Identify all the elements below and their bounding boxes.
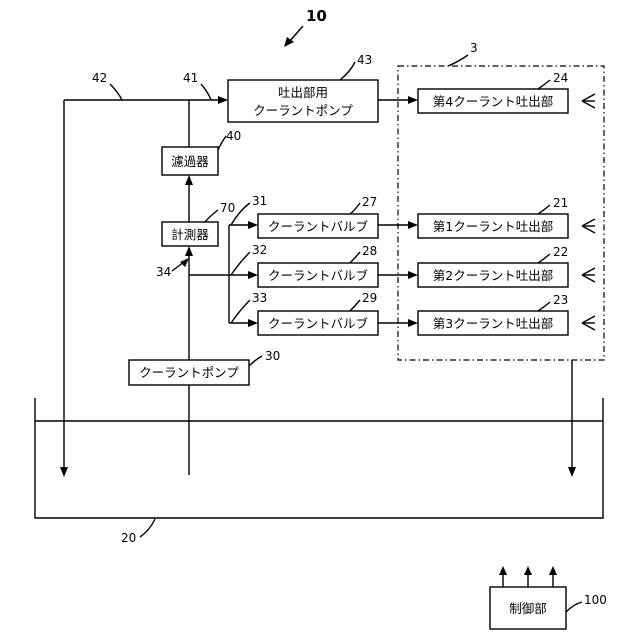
meter-label: 計測器 [171,227,209,242]
meter-ref-label: 70 [220,201,235,215]
outlet-23-arrowhead [408,319,418,327]
pipe-ref-label-42: 42 [92,71,107,85]
discharge-pump-ref-leader [340,62,355,80]
valve-ref-leader-27 [350,203,360,214]
filter-ref-label: 40 [226,129,241,143]
outlet-ref-label-21: 21 [553,196,568,210]
pipe-ref-leader-41 [201,84,211,100]
pipe-ref-leader-42 [110,84,122,100]
pipe-ref-leader-32 [231,252,250,275]
coolant-valve-27-label: クーラントバルブ [268,219,369,234]
outlet-group-ref-label: 3 [470,41,478,55]
valve-ref-label-29: 29 [362,291,377,305]
coolant-pump-ref-leader [249,356,262,366]
controller-ref-leader [566,602,582,612]
valve-ref-leader-29 [350,300,360,311]
outlet-ref-label-22: 22 [553,245,568,259]
branch-ref-label-34: 34 [156,265,171,279]
valve-28-inlet-arrowhead [248,271,258,279]
outlet-22-spray-icon [582,268,595,282]
outlet-ref-leader-21 [538,205,550,214]
coolant-pump-label: クーラントポンプ [139,365,239,380]
outlet-24-spray-icon [582,94,595,108]
meter-ref-leader [205,210,218,222]
meter-inlet-arrowhead [185,246,193,256]
discharge-pump-ref-label: 43 [357,53,372,67]
valve-ref-label-27: 27 [362,195,377,209]
system-ref-leader [289,26,303,42]
valve-29-inlet-arrowhead [248,319,258,327]
outlet-ref-label-24: 24 [553,71,568,85]
coolant-valve-28-label: クーラントバルブ [268,268,369,283]
tank-ref-leader [140,519,155,537]
coolant-tank [35,398,603,518]
valve-27-inlet-arrowhead [248,221,258,229]
controller-ref-label: 100 [584,593,607,607]
outlet-22-arrowhead [408,271,418,279]
discharge-pump-inlet-arrowhead [218,96,228,104]
outlet-21-arrowhead [408,221,418,229]
system-ref-label: 10 [306,7,327,25]
return-pipe-left-arrowhead [60,467,68,477]
discharge-pump-label-line2: クーラントポンプ [253,103,353,118]
outlet-23-spray-icon [582,316,595,330]
pipe-ref-label-31: 31 [252,194,267,208]
outlet-24-arrowhead [408,96,418,104]
filter-ref-leader [218,136,226,150]
tank-ref-label: 20 [121,531,136,545]
filter-label: 濾過器 [171,154,209,169]
outlet-21-label: 第1クーラント吐出部 [433,219,553,234]
outlet-group-ref-leader [448,55,468,66]
outlet-21-spray-icon [582,219,595,233]
outlet-ref-leader-22 [538,254,550,263]
outlet-ref-leader-23 [538,302,550,311]
pipe-ref-label-32: 32 [252,243,267,257]
controller-output-arrows [499,566,557,587]
outlet-ref-label-23: 23 [553,293,568,307]
pipe-ref-leader-33 [231,300,250,323]
branch-ref-arrowhead-34 [180,258,189,267]
outlet-ref-leader-24 [538,80,550,89]
valve-ref-label-28: 28 [362,244,377,258]
coolant-valve-29-label: クーラントバルブ [268,316,369,331]
outlet-24-label: 第4クーラント吐出部 [433,94,553,109]
discharge-pump-label-line1: 吐出部用 [278,85,328,100]
pipe-ref-label-33: 33 [252,291,267,305]
pipe-ref-label-41: 41 [183,71,198,85]
coolant-pump-ref-label: 30 [265,349,280,363]
outlet-23-label: 第3クーラント吐出部 [433,316,553,331]
valve-ref-leader-28 [350,252,360,263]
return-pipe-right-arrowhead [568,467,576,477]
outlet-22-label: 第2クーラント吐出部 [433,268,553,283]
controller-label: 制御部 [509,601,547,616]
filter-inlet-arrowhead [185,175,193,185]
